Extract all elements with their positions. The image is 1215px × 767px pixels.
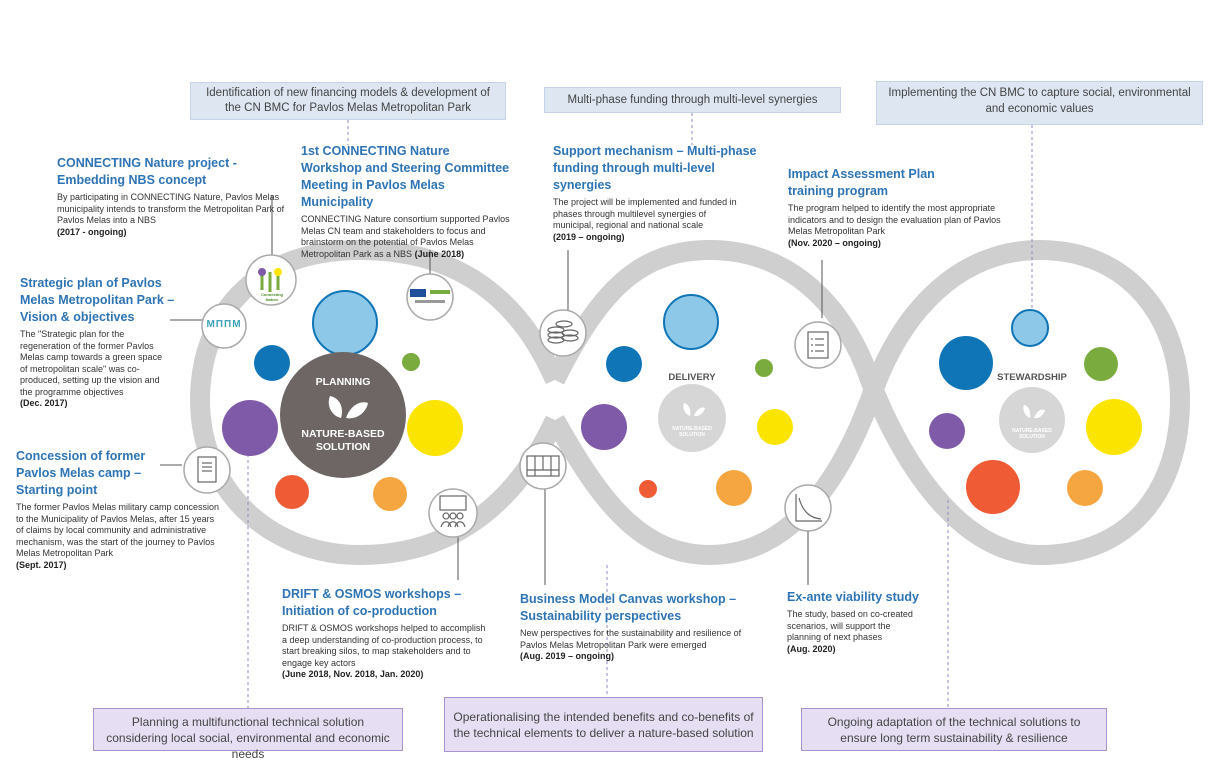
annotation-title: DRIFT & OSMOS workshops – Initiation of … xyxy=(282,587,462,618)
annotation-title: Business Model Canvas workshop – Sustain… xyxy=(520,592,737,623)
annotation-leaders xyxy=(160,195,823,585)
annotation-text: The project will be implemented and fund… xyxy=(553,197,737,230)
annotation-text: By participating in CONNECTING Nature, P… xyxy=(57,192,285,225)
annotation-date: (June 2018, Nov. 2018, Jan. 2020) xyxy=(282,669,424,679)
planning-label: PLANNING xyxy=(315,376,371,388)
bottom-box-planning: Planning a multifunctional technical sol… xyxy=(93,708,403,761)
annotation-drift: DRIFT & OSMOS workshops – Initiation of … xyxy=(282,586,492,681)
annotation-date: (Dec. 2017) xyxy=(20,398,68,408)
annotation-title: 1st CONNECTING Nature Workshop and Steer… xyxy=(301,144,510,209)
annotation-title: Impact Assessment Plan training program xyxy=(788,167,935,198)
stewardship-label: STEWARDSHIP xyxy=(997,372,1067,383)
annotation-strategic: Strategic plan of Pavlos Melas Metropoli… xyxy=(20,275,185,410)
planning-cluster xyxy=(222,290,463,511)
annotation-text: CONNECTING Nature consortium supported P… xyxy=(301,214,510,259)
delivery-label: DELIVERY xyxy=(668,372,716,383)
icon-glyphs xyxy=(197,268,829,528)
annotation-text: The program helped to identify the most … xyxy=(788,203,1001,236)
top-box-implementing: Implementing the CN BMC to capture socia… xyxy=(876,81,1203,125)
document-icon xyxy=(183,446,231,494)
annotation-title: Ex-ante viability study xyxy=(787,590,919,604)
graph-icon xyxy=(784,484,832,532)
mpim-logo-text: ΜΠΠΜ xyxy=(206,319,242,330)
annotation-text: The "Strategic plan for the regeneration… xyxy=(20,329,163,397)
cn-logo-text: Connecting Nature xyxy=(261,292,283,302)
annotation-bmc: Business Model Canvas workshop – Sustain… xyxy=(520,591,760,663)
bottom-box-operationalising: Operationalising the intended benefits a… xyxy=(444,697,763,752)
annotation-date: (Sept. 2017) xyxy=(16,559,67,570)
loop-arrow-head-right xyxy=(1170,392,1190,414)
annotation-support: Support mechanism – Multi-phase funding … xyxy=(553,143,768,243)
annotation-text: The former Pavlos Melas military camp co… xyxy=(16,502,220,558)
top-box-funding: Multi-phase funding through multi-level … xyxy=(544,87,841,113)
annotation-date: (Nov. 2020 – ongoing) xyxy=(788,237,881,248)
annotation-impact: Impact Assessment Plan training program … xyxy=(788,166,1023,249)
annotation-workshop: 1st CONNECTING Nature Workshop and Steer… xyxy=(301,143,513,260)
workshop-logos-icon xyxy=(406,273,454,321)
dashed-connectors xyxy=(247,113,1033,708)
annotation-text: New perspectives for the sustainability … xyxy=(520,628,742,650)
annotation-date: (Aug. 2019 – ongoing) xyxy=(520,651,615,661)
annotation-exante: Ex-ante viability study The study, based… xyxy=(787,589,922,655)
nbs-label: NATURE-BASED SOLUTION xyxy=(301,428,385,453)
mpim-logo-icon xyxy=(201,303,247,349)
annotation-date: (June 2018) xyxy=(414,248,465,259)
delivery-cluster xyxy=(581,294,793,506)
loop-arrow-head xyxy=(190,372,210,395)
annotation-text: DRIFT & OSMOS workshops helped to accomp… xyxy=(282,623,486,668)
stewardship-cluster xyxy=(929,309,1142,514)
annotation-concession: Concession of former Pavlos Melas camp –… xyxy=(16,448,221,571)
annotation-cn-project: CONNECTING Nature project - Embedding NB… xyxy=(57,155,289,238)
annotation-title: CONNECTING Nature project - Embedding NB… xyxy=(57,156,237,187)
annotation-date: (Aug. 2020) xyxy=(787,643,836,654)
annotation-title: Concession of former Pavlos Melas camp –… xyxy=(16,449,146,497)
annotation-text: The study, based on co-created scenarios… xyxy=(787,609,913,642)
annotation-date: (2017 - ongoing) xyxy=(57,226,127,237)
bottom-box-adaptation: Ongoing adaptation of the technical solu… xyxy=(801,708,1107,751)
annotation-title: Strategic plan of Pavlos Melas Metropoli… xyxy=(20,276,175,324)
top-box-financing: Identification of new financing models &… xyxy=(190,82,506,120)
annotation-title: Support mechanism – Multi-phase funding … xyxy=(553,144,757,192)
stewardship-nbs-label: NATURE-BASED SOLUTION xyxy=(1012,428,1052,440)
annotation-date: (2019 – ongoing) xyxy=(553,231,625,242)
delivery-nbs-label: NATURE-BASED SOLUTION xyxy=(672,426,712,438)
